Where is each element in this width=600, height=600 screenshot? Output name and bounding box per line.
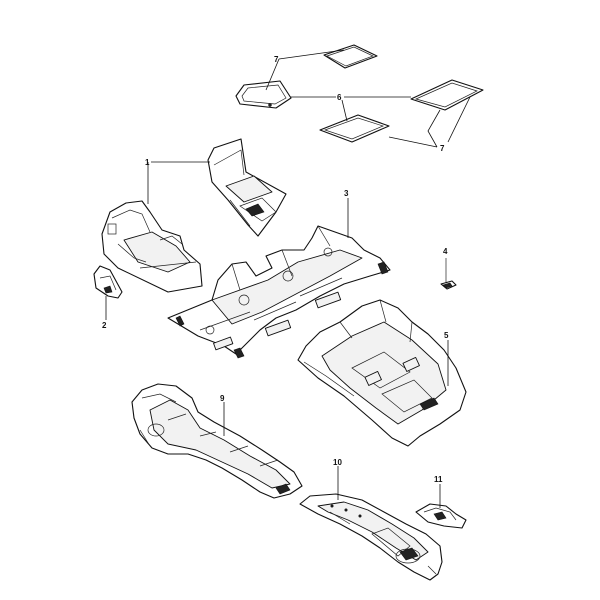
callout-9: 9 <box>220 394 225 403</box>
callout-1: 1 <box>145 158 150 167</box>
callout-7-lower: 7 <box>440 144 445 153</box>
callout-5: 5 <box>444 331 449 340</box>
floor-mat-front-left <box>235 80 292 109</box>
tunnel-insulator <box>131 383 303 499</box>
heel-pad <box>93 265 123 299</box>
floor-mat-rear-left <box>323 44 378 69</box>
callout-11: 11 <box>434 475 443 484</box>
rear-floor-insulator <box>297 299 467 447</box>
callout-7-upper: 7 <box>274 55 279 64</box>
floor-mat-rear-right <box>319 114 390 143</box>
callout-10: 10 <box>333 458 342 467</box>
callout-4: 4 <box>443 247 448 256</box>
floor-mat-front-right <box>410 79 484 111</box>
small-insulator-pad <box>415 503 467 529</box>
callout-6: 6 <box>337 93 342 102</box>
callout-3: 3 <box>344 189 349 198</box>
front-carpet-left <box>101 200 203 293</box>
floor-insulator-main <box>167 225 391 359</box>
front-carpet-right <box>207 138 287 237</box>
fastener-clip <box>440 258 457 290</box>
rear-tunnel-insulator <box>299 493 443 581</box>
callout-2: 2 <box>102 321 107 330</box>
